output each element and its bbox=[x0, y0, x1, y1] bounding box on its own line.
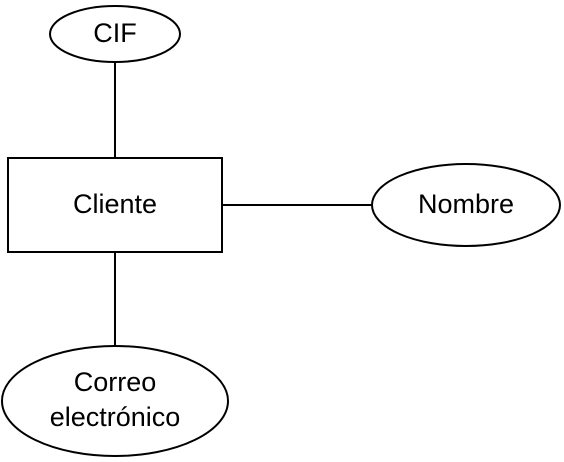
attribute-correo-ellipse bbox=[1, 345, 229, 457]
attribute-correo-label-line1: Correo bbox=[74, 367, 157, 397]
attribute-nombre: Nombre bbox=[371, 163, 561, 247]
attribute-cif: CIF bbox=[49, 5, 181, 63]
attribute-nombre-ellipse bbox=[371, 163, 561, 247]
attribute-nombre-label: Nombre bbox=[418, 189, 514, 219]
entity-label: Cliente bbox=[73, 189, 157, 219]
attribute-cif-label: CIF bbox=[93, 18, 137, 48]
entity-cliente: Cliente bbox=[7, 157, 223, 253]
attribute-cif-ellipse bbox=[49, 5, 181, 63]
entity-box bbox=[7, 157, 223, 253]
attribute-correo-electronico: Correo electrónico bbox=[1, 345, 229, 457]
attribute-correo-label-line2: electrónico bbox=[50, 402, 181, 432]
